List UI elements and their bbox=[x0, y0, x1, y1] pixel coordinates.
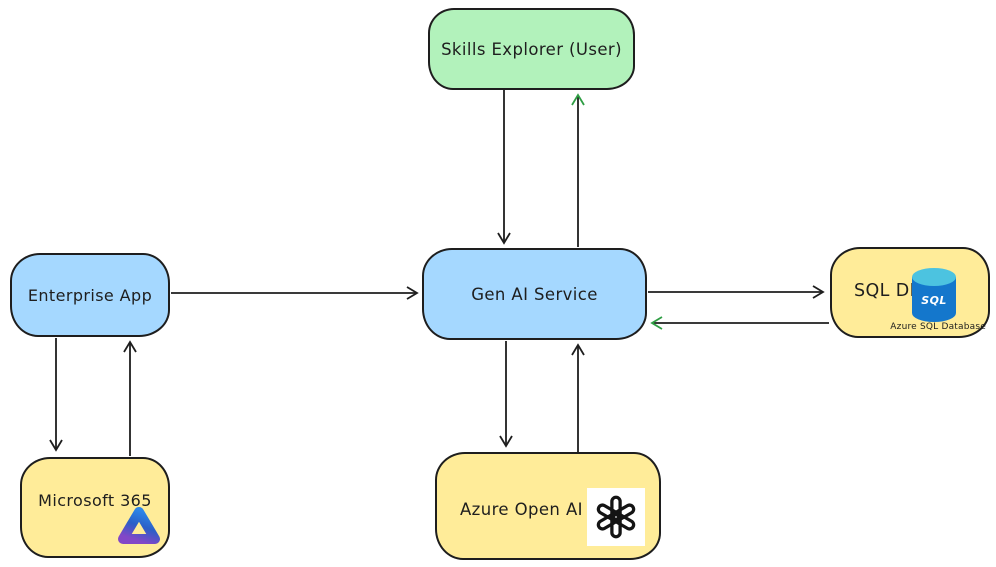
node-skills-explorer-label: Skills Explorer (User) bbox=[441, 39, 622, 59]
node-gen-ai-service-label: Gen AI Service bbox=[471, 284, 598, 304]
node-azure-open-ai-label: Azure Open AI bbox=[460, 500, 583, 519]
azure-sql-database-icon: SQL bbox=[912, 268, 956, 322]
node-gen-ai-service[interactable]: Gen AI Service bbox=[422, 248, 647, 340]
node-enterprise-app-label: Enterprise App bbox=[27, 285, 153, 305]
node-skills-explorer[interactable]: Skills Explorer (User) bbox=[428, 8, 635, 90]
node-sql-db-caption: Azure SQL Database bbox=[890, 322, 986, 332]
sql-icon-label: SQL bbox=[921, 294, 946, 307]
openai-icon bbox=[596, 495, 636, 539]
node-microsoft-365[interactable]: Microsoft 365 bbox=[20, 457, 170, 558]
node-enterprise-app[interactable]: Enterprise App bbox=[10, 253, 170, 337]
microsoft-365-icon bbox=[118, 507, 160, 544]
node-microsoft-365-label: Microsoft 365 bbox=[38, 491, 152, 510]
node-sql-db[interactable]: SQL DB SQL Azure SQL Database bbox=[830, 247, 990, 338]
node-azure-open-ai[interactable]: Azure Open AI bbox=[435, 452, 661, 560]
openai-logo-tile bbox=[587, 488, 645, 546]
node-sql-db-label: SQL DB bbox=[854, 281, 923, 301]
